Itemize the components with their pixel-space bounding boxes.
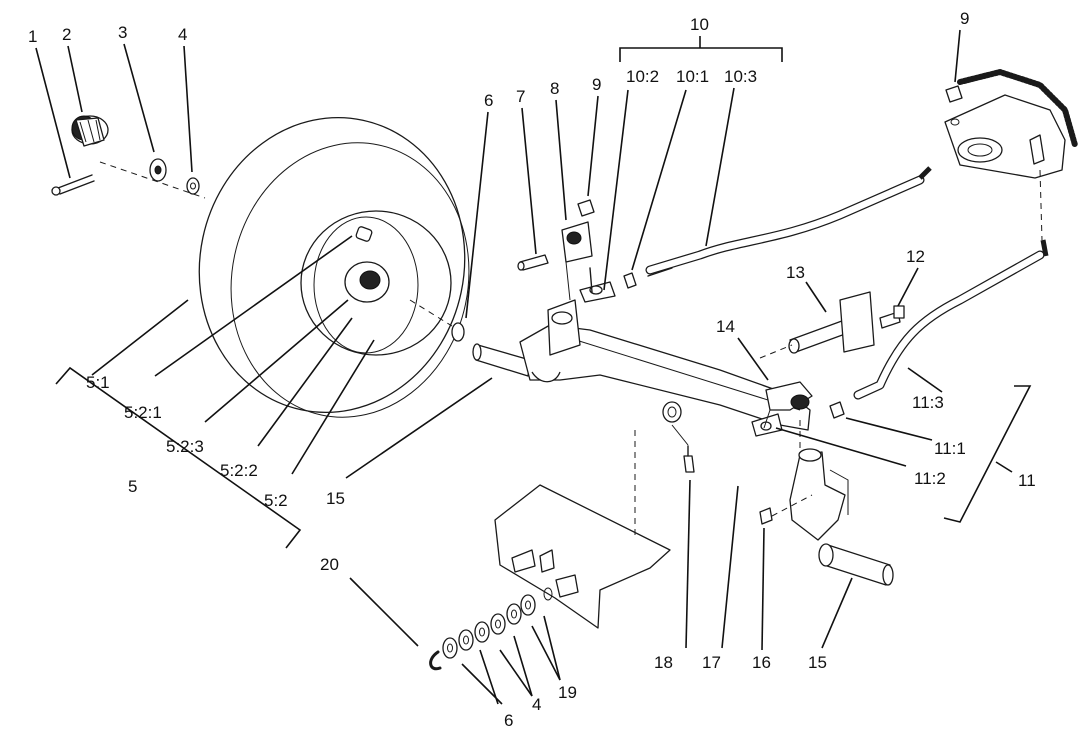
e-clip-20 xyxy=(429,650,442,671)
tire-assembly xyxy=(198,117,470,418)
axis-line-13 xyxy=(759,344,793,359)
hub-cap xyxy=(71,115,109,147)
washer-small xyxy=(186,177,200,195)
label-10-3: 10:3 xyxy=(724,67,757,86)
label-14: 14 xyxy=(716,317,735,336)
ball-joint-10-2 xyxy=(579,267,616,303)
label-10-1: 10:1 xyxy=(676,67,709,86)
tie-rod-10 xyxy=(645,166,932,277)
label-2: 2 xyxy=(62,25,71,44)
label-6-bottom: 6 xyxy=(504,711,513,730)
leader-lines xyxy=(35,29,961,705)
jam-nut-10-1 xyxy=(623,272,637,289)
axis-line-wheel xyxy=(409,299,453,327)
label-20: 20 xyxy=(320,555,339,574)
callout-labels: 1 2 3 4 6 7 8 9 10 10:2 10:1 10:3 9 12 1… xyxy=(28,9,1036,730)
ball-joint-11-2 xyxy=(751,413,783,437)
label-3: 3 xyxy=(118,23,127,42)
label-13: 13 xyxy=(786,263,805,282)
label-16: 16 xyxy=(752,653,771,672)
nut-9-right xyxy=(945,85,963,103)
cotter-pin xyxy=(51,174,95,196)
label-5-2-1: 5:2:1 xyxy=(124,403,162,422)
nut-9-mid xyxy=(577,199,595,217)
grease-fitting-18 xyxy=(683,445,695,473)
right-spindle xyxy=(789,420,894,586)
label-19: 19 xyxy=(558,683,577,702)
bracket-5 xyxy=(55,366,302,549)
label-6-top: 6 xyxy=(484,91,493,110)
bolt-12 xyxy=(879,305,905,329)
label-5-2: 5:2 xyxy=(264,491,288,510)
label-5: 5 xyxy=(128,477,137,496)
label-8: 8 xyxy=(550,79,559,98)
sector-gear xyxy=(944,69,1078,179)
label-4-bottom: 4 xyxy=(532,695,541,714)
bracket-10 xyxy=(619,36,783,62)
axis-line-left xyxy=(99,161,206,199)
label-11-3: 11:3 xyxy=(912,393,944,412)
label-11-1: 11:1 xyxy=(934,439,966,458)
label-4-top: 4 xyxy=(178,25,187,44)
label-15-right: 15 xyxy=(808,653,827,672)
washer-stack xyxy=(442,594,536,659)
label-1: 1 xyxy=(28,27,37,46)
bracket-11 xyxy=(943,385,1032,523)
steering-arm-14 xyxy=(763,381,813,429)
label-11-2: 11:2 xyxy=(914,469,946,488)
label-5-1: 5:1 xyxy=(86,373,110,392)
jam-nut-11-1 xyxy=(829,401,845,419)
label-9-mid: 9 xyxy=(592,75,601,94)
steering-arm-8 xyxy=(561,221,593,301)
label-9-right: 9 xyxy=(960,9,969,28)
label-18: 18 xyxy=(654,653,673,672)
left-spindle xyxy=(451,322,531,377)
front-axle xyxy=(519,299,811,431)
tie-rod-11 xyxy=(853,169,1049,400)
label-7: 7 xyxy=(516,87,525,106)
label-10: 10 xyxy=(690,15,709,34)
label-12: 12 xyxy=(906,247,925,266)
label-15-left: 15 xyxy=(326,489,345,508)
label-5-2-2: 5:2:2 xyxy=(220,461,258,480)
washer-large xyxy=(149,158,167,182)
label-5-2-3: 5:2:3 xyxy=(166,437,204,456)
label-17: 17 xyxy=(702,653,721,672)
skid-plate xyxy=(494,484,671,629)
pivot-bracket-13 xyxy=(788,291,875,354)
bolt-16 xyxy=(759,507,773,525)
label-10-2: 10:2 xyxy=(626,67,659,86)
label-11: 11 xyxy=(1018,471,1036,490)
pin-7 xyxy=(517,254,549,271)
